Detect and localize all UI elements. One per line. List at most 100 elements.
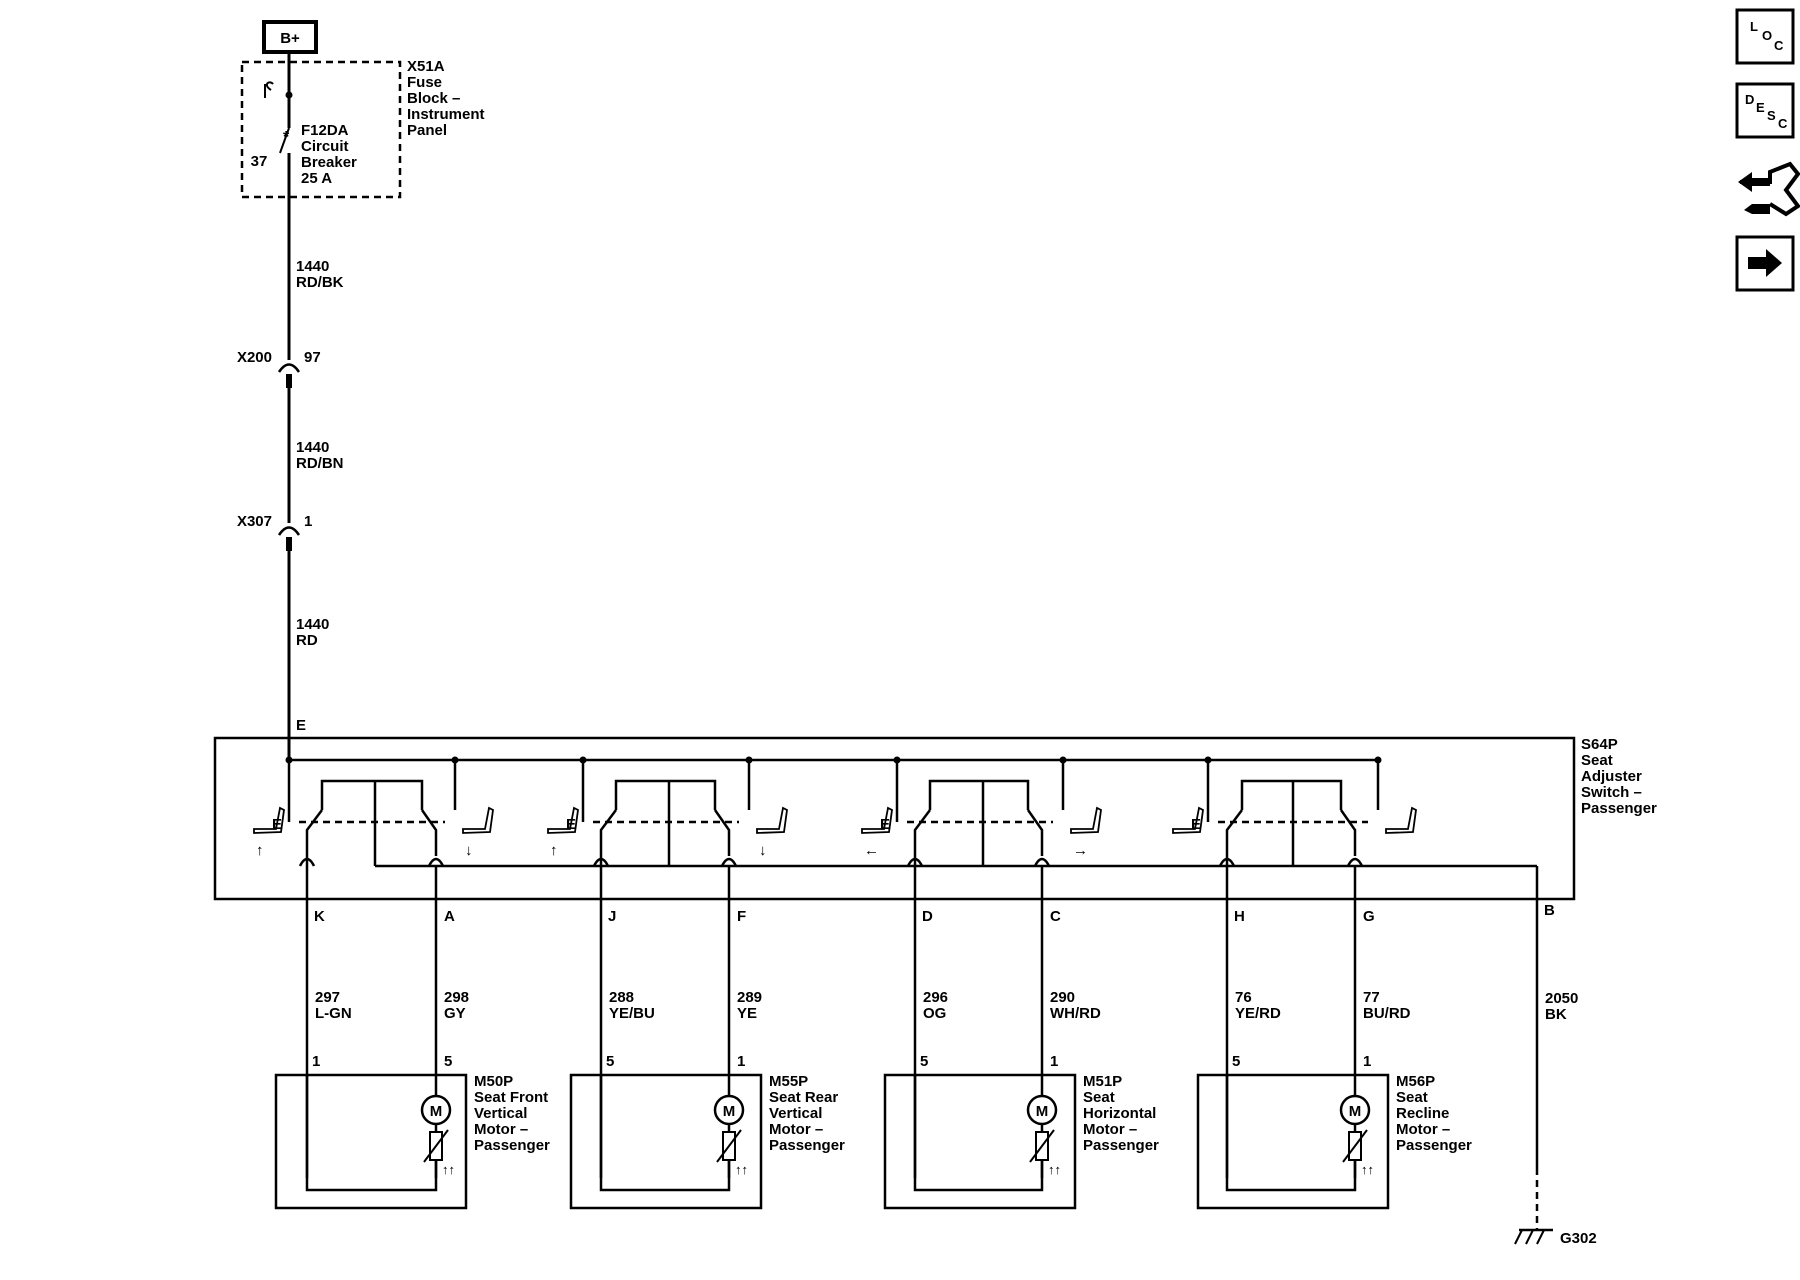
loc-letter-3: C: [1774, 38, 1784, 53]
motor-desc-line: Recline: [1396, 1105, 1449, 1122]
motor-desc-line: Vertical: [769, 1105, 822, 1122]
wire-crossover: [1033, 857, 1051, 867]
wire-crossover: [720, 857, 738, 867]
seat-icon: ↑: [253, 806, 285, 859]
junction-dot: [1204, 756, 1212, 764]
connector-x307-pin: 1: [304, 513, 312, 530]
connector-x307: X307 1: [237, 513, 312, 551]
motor-pin-right: 5: [444, 1053, 452, 1070]
switch-contact-frame: [1240, 779, 1343, 810]
switch-lever-left: [913, 809, 931, 1178]
switch-input-pin: E: [296, 717, 306, 734]
wire-crossover: [427, 857, 445, 867]
wire-color-right: YE: [737, 1005, 757, 1022]
power-source: B+: [262, 20, 318, 54]
switch-lever-left: [599, 809, 617, 1178]
motor-desc-line: Seat: [1396, 1089, 1428, 1106]
ground-symbol: G302: [1514, 1228, 1597, 1247]
switch-pin-right: G: [1363, 908, 1375, 925]
motor-symbol: M: [1036, 1103, 1049, 1120]
connector-x200-pin: 97: [304, 349, 321, 366]
seat-arrow-right: ↓: [465, 842, 473, 859]
seat-adjuster-switch: E S64P Seat Adjuster Switch – Passenger: [213, 717, 1657, 901]
ground-id: G302: [1560, 1230, 1597, 1247]
motor-symbol: M: [1349, 1103, 1362, 1120]
switch-desc-2: Adjuster: [1581, 768, 1642, 785]
sensor-arrows: ↑↑: [1048, 1162, 1061, 1177]
loc-button[interactable]: L O C: [1735, 8, 1795, 65]
motor-winding: [913, 1075, 1044, 1192]
motor-desc-line: Passenger: [1083, 1137, 1159, 1154]
switch-pin-right: A: [444, 908, 455, 925]
motor-desc-line: Passenger: [769, 1137, 845, 1154]
switch-desc-3: Switch –: [1581, 784, 1642, 801]
seat-icon: ↓: [462, 806, 494, 859]
feed-wire: [285, 52, 293, 760]
switch-lever-left: [305, 809, 323, 1178]
switch-id: S64P: [1581, 736, 1618, 753]
wire-circuit-right: 289: [737, 989, 762, 1006]
switch-pin-left: D: [922, 908, 933, 925]
ground-wire: B 2050 BK: [1535, 866, 1578, 1230]
motor-icon: [1026, 1094, 1058, 1126]
motor-winding: [305, 1075, 438, 1192]
svg-text:*: *: [283, 129, 290, 146]
switch-contact-frame: [320, 779, 424, 810]
motor-pin-left: 1: [312, 1053, 320, 1070]
desc-letter-4: C: [1778, 116, 1788, 131]
arrow-right-icon: [1748, 249, 1782, 277]
motor-box: [274, 1073, 468, 1210]
motor-desc-line: Passenger: [1396, 1137, 1472, 1154]
motor-winding: [599, 1075, 731, 1192]
seat-arrow-left: ←: [864, 842, 879, 859]
sensor-arrows: ↑↑: [1361, 1162, 1374, 1177]
wire-circuit-left: 297: [315, 989, 340, 1006]
switch-lever-left: [1225, 809, 1243, 1178]
switch-pin-left: K: [314, 908, 325, 925]
switch-lever-right: [1026, 809, 1044, 856]
junction-dot: [285, 756, 293, 764]
wire-color-left: L-GN: [315, 1005, 352, 1022]
desc-letter-2: E: [1756, 100, 1765, 115]
motor-box: [883, 1073, 1077, 1210]
motor-icon: [713, 1094, 745, 1126]
switch-pin-right: C: [1050, 908, 1061, 925]
connector-x200-id: X200: [237, 349, 272, 366]
motor-id: M55P: [769, 1073, 808, 1090]
motor-pin-right: 1: [1050, 1053, 1058, 1070]
connector-view-button[interactable]: [1738, 161, 1800, 217]
switch-lever-right: [420, 809, 438, 856]
next-page-button[interactable]: [1735, 235, 1795, 292]
seat-icon: ↑: [547, 806, 579, 859]
seat-icon: [1172, 806, 1204, 834]
switch-lever-right: [1339, 809, 1357, 856]
switch-desc-1: Seat: [1581, 752, 1613, 769]
seat-arrow-left: ↑: [256, 842, 264, 859]
seat-arrow-right: ↓: [759, 842, 767, 859]
desc-button[interactable]: D E S C: [1735, 82, 1795, 139]
desc-letter-3: S: [1767, 108, 1776, 123]
motor-desc-line: Horizontal: [1083, 1105, 1156, 1122]
wire-circuit-right: 77: [1363, 989, 1380, 1006]
wire-color-right: BU/RD: [1363, 1005, 1411, 1022]
motor-desc-line: Seat: [1083, 1089, 1115, 1106]
switch-ground-pin: B: [1544, 902, 1555, 919]
breaker-desc-1: Circuit: [301, 138, 349, 155]
wire-color-left: YE/BU: [609, 1005, 655, 1022]
sensor-arrows: ↑↑: [735, 1162, 748, 1177]
connector-x200: X200 97: [237, 349, 321, 388]
motor-id: M50P: [474, 1073, 513, 1090]
switch-pin-left: H: [1234, 908, 1245, 925]
seat-icon: →: [1070, 806, 1102, 859]
motor-symbol: M: [430, 1103, 443, 1120]
ground-wire-circuit: 2050: [1545, 990, 1578, 1007]
junction-dot: [1374, 756, 1382, 764]
motor-pin-right: 1: [737, 1053, 745, 1070]
motor-desc-line: Motor –: [474, 1121, 528, 1138]
wire-circuit-left: 296: [923, 989, 948, 1006]
fuse-block-desc-4: Panel: [407, 122, 447, 139]
motor-pin-left: 5: [1232, 1053, 1240, 1070]
